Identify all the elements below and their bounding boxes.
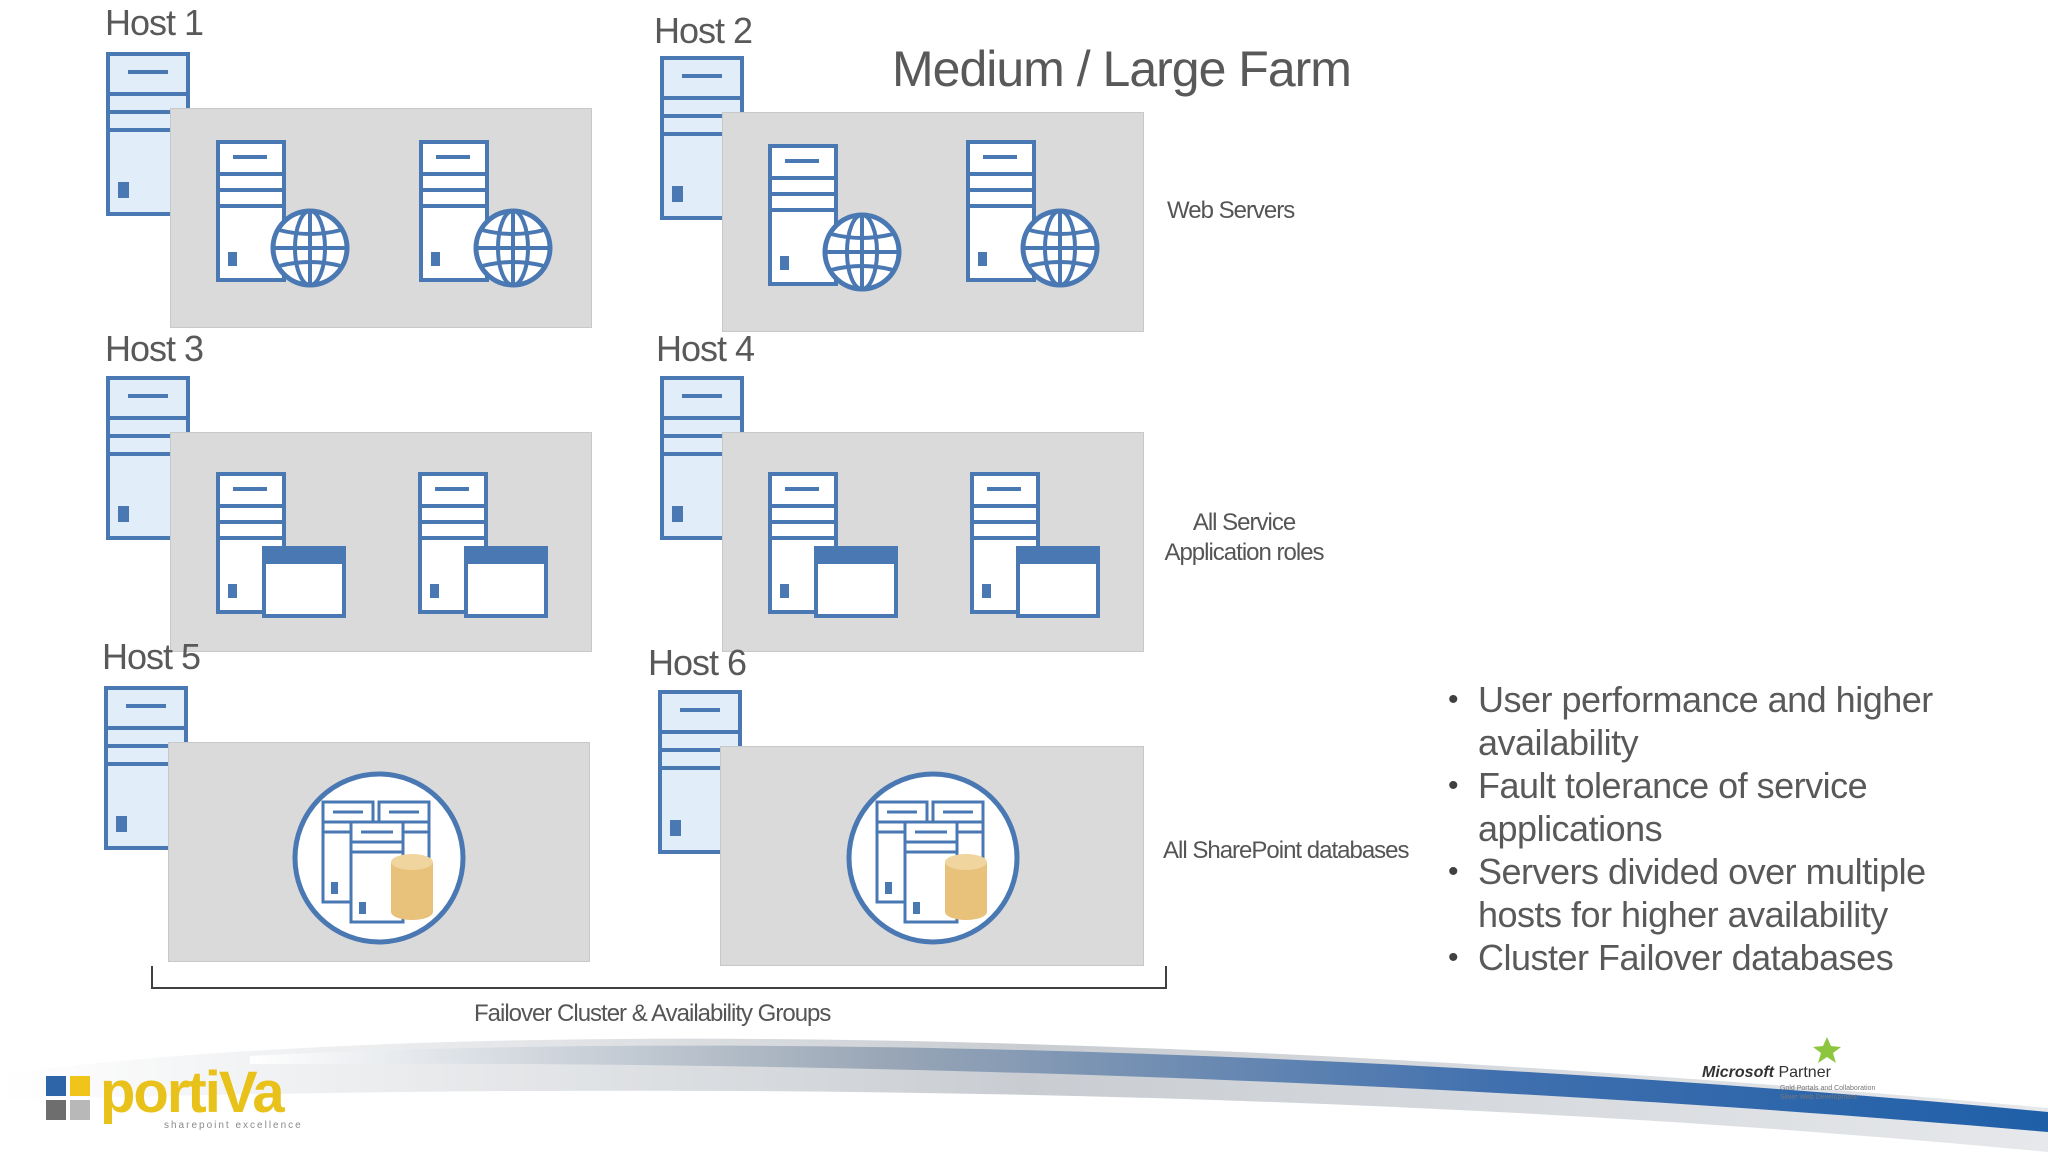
globe-icon (473, 208, 553, 288)
benefit-item: User performance and higher availability (1448, 678, 2008, 764)
application-window-icon (1016, 546, 1100, 618)
database-server-icon (845, 770, 1021, 946)
microsoft-brand: Microsoft (1702, 1064, 1774, 1081)
partner-competencies: Gold Portals and Collaboration Silver We… (1780, 1085, 1876, 1101)
host-label-6: Host 6 (648, 642, 747, 683)
application-window-icon (814, 546, 898, 618)
portiva-logo: portiVa sharepoint excellence (46, 1062, 306, 1142)
host-label-3: Host 3 (105, 328, 204, 369)
benefit-item: Fault tolerance of service applications (1448, 764, 2008, 850)
globe-icon (1020, 208, 1100, 288)
failover-bracket (151, 966, 1167, 989)
portiva-wordmark: portiVa (100, 1060, 285, 1125)
globe-icon (822, 212, 902, 292)
host-label-4: Host 4 (656, 328, 755, 369)
application-window-icon (464, 546, 548, 618)
host-label-1: Host 1 (105, 2, 204, 43)
database-server-icon (291, 770, 467, 946)
portiva-tagline: sharepoint excellence (164, 1120, 303, 1131)
partner-star-icon (1813, 1037, 1841, 1063)
benefit-item: Cluster Failover databases (1448, 936, 2008, 979)
tier-label-web-servers: Web Servers (1167, 197, 1295, 224)
portiva-squares-icon (46, 1076, 90, 1120)
microsoft-partner-badge: Microsoft Partner Gold Portals and Colla… (1700, 1036, 1900, 1106)
tier-label-databases: All SharePoint databases (1163, 837, 1410, 864)
benefit-item: Servers divided over multiple hosts for … (1448, 850, 2008, 936)
host-label-5: Host 5 (102, 636, 201, 677)
tier-label-service-apps: All Service Application roles (1164, 509, 1324, 566)
benefits-list: User performance and higher availability… (1448, 678, 2008, 979)
footer-swoosh (0, 1038, 2048, 1152)
page-title: Medium / Large Farm (892, 41, 1352, 97)
failover-cluster-label: Failover Cluster & Availability Groups (474, 1000, 831, 1027)
globe-icon (270, 208, 350, 288)
application-window-icon (262, 546, 346, 618)
partner-word: Partner (1778, 1064, 1831, 1081)
host-label-2: Host 2 (654, 10, 753, 51)
